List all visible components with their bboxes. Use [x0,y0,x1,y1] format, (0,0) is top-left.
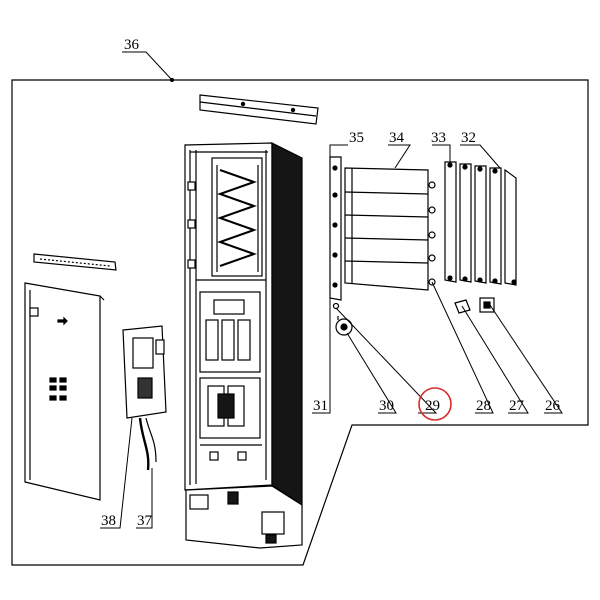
label-34: 34 [389,130,405,146]
label-30: 30 [379,398,394,414]
mounting-bracket [329,156,342,310]
leader-lines [100,51,563,529]
label-29: 29 [425,398,440,414]
label-37: 37 [137,513,153,529]
control-box [122,325,167,471]
label-35: 35 [349,130,364,146]
highlight-circle [418,387,452,421]
front-panel-34 [344,167,436,291]
label-38: 38 [101,513,116,529]
label-26: 26 [545,398,561,414]
main-cabinet [184,142,303,549]
label-31: 31 [313,398,328,414]
louver-assembly [444,161,517,286]
label-33: 33 [431,130,446,146]
motor-30 [335,316,353,336]
label-27: 27 [509,398,525,414]
label-28: 28 [476,398,491,414]
label-32: 32 [461,130,476,146]
connector-26 [479,297,495,313]
assembly-boundary [11,79,589,566]
top-cover [199,94,319,125]
side-panel [24,253,117,501]
label-36: 36 [124,37,140,53]
